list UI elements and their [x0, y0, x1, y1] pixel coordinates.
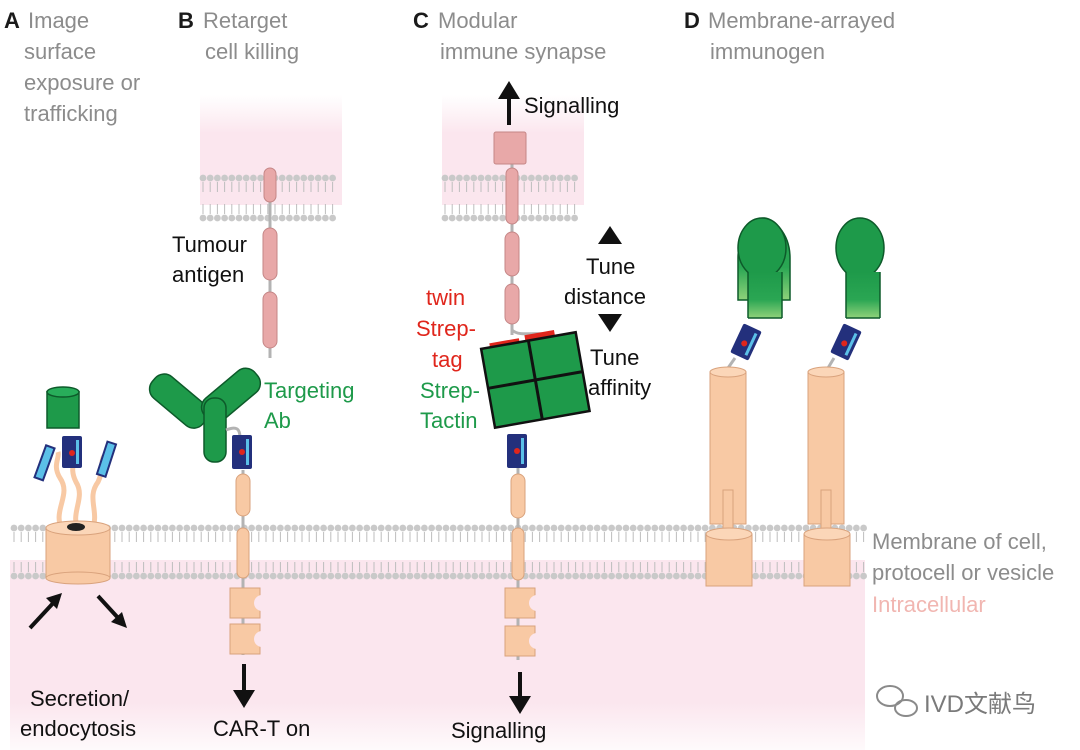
- panel-a-letter: A: [4, 8, 20, 33]
- membrane-label-line2: protocell or vesicle: [872, 560, 1054, 585]
- panel-a-title-line4: trafficking: [24, 101, 118, 126]
- tumour-antigen-label-line1: Tumour: [172, 232, 247, 257]
- targeting-ab-label-line1: Targeting: [264, 378, 355, 403]
- tune-distance-label-line1: Tune: [586, 254, 635, 279]
- arrow-in-icon: [28, 593, 62, 630]
- panel-b-title-line1: Retarget: [203, 8, 287, 33]
- watermark: IVD文献鸟: [876, 685, 1036, 718]
- secretion-label-line1: Secretion/: [30, 686, 130, 711]
- panel-b-drawing: [148, 167, 278, 708]
- panel-b-letter: B: [178, 8, 194, 33]
- panel-a-drawing: [28, 386, 127, 630]
- intracellular-label: Intracellular: [872, 592, 986, 617]
- panel-d-title-line1: Membrane-arrayed: [708, 8, 895, 33]
- strep-tactin-label-line1: Strep-: [420, 378, 480, 403]
- panel-c-title-line2: immune synapse: [440, 39, 606, 64]
- panel-a-title-line3: exposure or: [24, 70, 140, 95]
- membrane-label-line1: Membrane of cell,: [872, 529, 1047, 554]
- signalling-bottom-label: Signalling: [451, 718, 546, 743]
- panel-d-letter: D: [684, 8, 700, 33]
- arrow-up-icon: [498, 81, 520, 125]
- tumour-antigen-label-line2: antigen: [172, 262, 244, 287]
- tune-distance-label-line2: distance: [564, 284, 646, 309]
- signalling-top-label: Signalling: [524, 93, 619, 118]
- arrow-down-icon: [509, 672, 531, 714]
- arrow-out-icon: [96, 594, 127, 628]
- panel-a-title-line1: Image: [28, 8, 89, 33]
- watermark-text: IVD文献鸟: [924, 691, 1036, 718]
- panel-b-title-line2: cell killing: [205, 39, 299, 64]
- cart-on-label: CAR-T on: [213, 716, 310, 741]
- tune-affinity-label-line2: affinity: [588, 375, 651, 400]
- panel-d-title-line2: immunogen: [710, 39, 825, 64]
- panel-d-drawing: [705, 217, 885, 587]
- intracellular-region: [10, 560, 865, 750]
- wechat-icon: [876, 685, 918, 717]
- arrow-down-small-icon: [598, 314, 622, 332]
- targeting-ab-label-line2: Ab: [264, 408, 291, 433]
- arrow-up-small-icon: [598, 226, 622, 244]
- arrow-down-icon: [233, 664, 255, 708]
- twin-strep-tag-label-line1: twin: [426, 285, 465, 310]
- panel-c-drawing: [479, 81, 622, 714]
- secretion-label-line2: endocytosis: [20, 716, 136, 741]
- twin-strep-tag-label-line3: tag: [432, 347, 463, 372]
- twin-strep-tag-label-line2: Strep-: [416, 316, 476, 341]
- tune-affinity-label-line1: Tune: [590, 345, 639, 370]
- panel-c-title-line1: Modular: [438, 8, 517, 33]
- target-membrane-b: [199, 174, 336, 222]
- strep-tactin-label-line2: Tactin: [420, 408, 477, 433]
- panel-c-letter: C: [413, 8, 429, 33]
- panel-a-title-line2: surface: [24, 39, 96, 64]
